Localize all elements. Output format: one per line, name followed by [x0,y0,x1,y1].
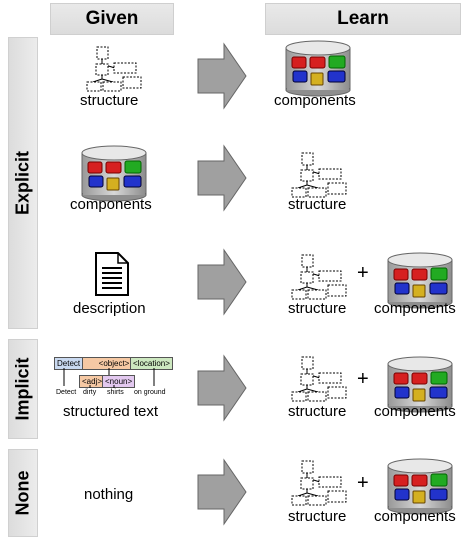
learn-row4-left-label: structure [288,403,347,420]
section-implicit: Implicit [8,339,38,439]
learn-row2-label: structure [288,196,347,213]
learn-row3-left-label: structure [288,300,347,317]
word-shirts: shirts [107,389,124,396]
word-on-ground: on ground [134,389,166,396]
section-explicit-label: Explicit [12,150,33,216]
learn-row5-left-label: structure [288,508,347,525]
section-explicit: Explicit [8,37,38,329]
word-detect: Detect [56,389,77,396]
arrow-icon [197,145,247,211]
section-none: None [8,449,38,537]
structure-icon [291,460,347,506]
structure-icon [86,46,142,92]
tag-detect: Detect [54,357,84,370]
tag-location: <location> [130,357,173,370]
given-row5-label: nothing [84,486,134,503]
components-icon [81,145,147,202]
given-row2-label: components [70,196,152,213]
structured-text-connectors [63,368,155,388]
tag-adj: <adj> [79,375,106,388]
learn-header-label: Learn [337,8,389,29]
learn-row4-right-label: components [374,403,456,420]
plus-sign: + [357,262,369,284]
document-icon [95,252,129,296]
given-row3-label: description [73,300,146,317]
given-row4-label: structured text [63,403,159,420]
structure-icon [291,356,347,402]
section-none-label: None [12,470,33,516]
arrow-icon [197,249,247,315]
arrow-icon [197,355,247,421]
learn-row5-right-label: components [374,508,456,525]
structure-icon [291,152,347,198]
given-header: Given [50,3,174,35]
learn-header: Learn [265,3,461,35]
learn-row1-label: components [274,92,356,109]
plus-sign: + [357,368,369,390]
tag-noun: <noun> [102,375,136,388]
arrow-icon [197,43,247,109]
plus-sign: + [357,472,369,494]
given-row1-label: structure [80,92,139,109]
word-dirty: dirty [83,389,97,396]
learn-row3-right-label: components [374,300,456,317]
components-icon [387,458,453,515]
components-icon [285,40,351,97]
arrow-icon [197,459,247,525]
structure-icon [291,254,347,300]
given-header-label: Given [85,8,139,29]
section-implicit-label: Implicit [12,357,33,421]
